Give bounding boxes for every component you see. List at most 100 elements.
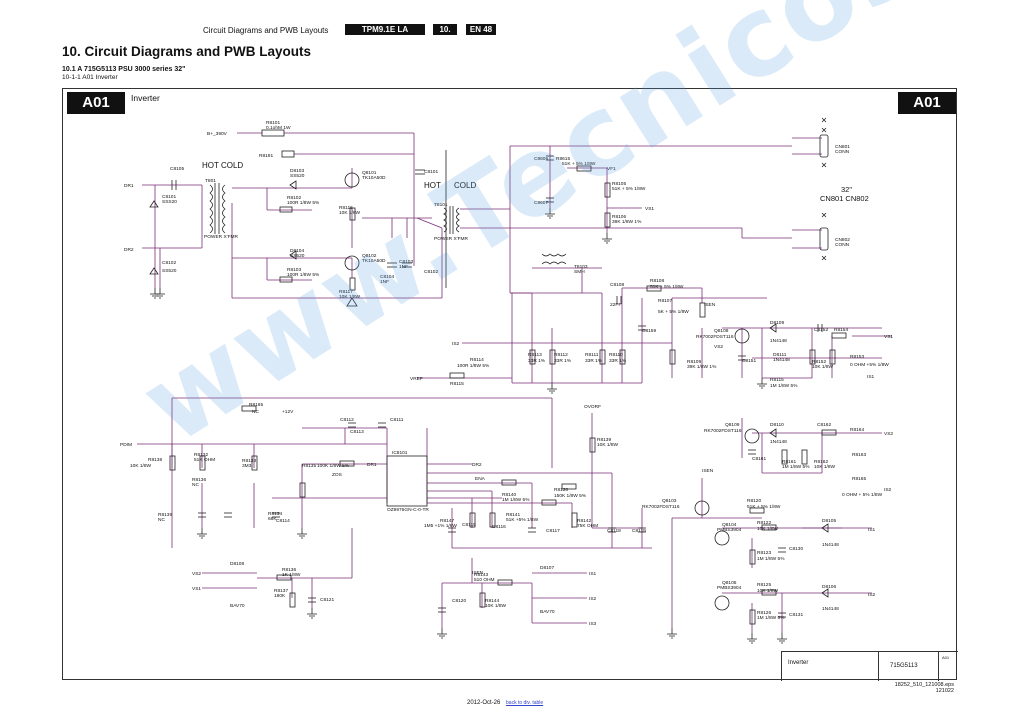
r8112-label: R8112 — [554, 352, 568, 358]
d8107-value: BAV70 — [540, 609, 555, 615]
r8153-label: R8153 — [850, 354, 864, 360]
sheet-tag-left: A01 — [67, 92, 125, 114]
r8162-label: R8162 — [814, 459, 828, 465]
r8154-label: R8154 — [834, 327, 848, 333]
t8103-value: SMH — [574, 269, 585, 275]
d8105-label: D8105 — [822, 518, 836, 524]
c8606-label: C8606 — [534, 156, 548, 162]
c8101a-value: SSS20 — [162, 199, 177, 205]
d8104-label: D8104 — [290, 248, 304, 254]
component-labels: B+_390V R8101 0.1ohM 1W R8191 C8105 HOT … — [120, 120, 893, 627]
r8161-value: 1M 1/8W 5% — [782, 464, 810, 470]
c8151-label: C8151 — [742, 358, 756, 364]
c8102-value: SS520 — [162, 268, 177, 274]
r8165-nc: NC — [252, 409, 259, 415]
is1b-label: IS1 — [868, 527, 876, 533]
r8101-value: 0.1ohM 1W — [266, 125, 291, 131]
resistor-symbol — [749, 609, 756, 625]
c8117-label: C8117 — [546, 528, 560, 534]
q8105-value: PMBS3904 — [717, 585, 742, 591]
dr2-label: DR2 — [124, 247, 134, 253]
resistor-symbol — [276, 574, 292, 581]
resistor-symbol — [349, 207, 356, 221]
r8140-label: R8140 — [502, 492, 516, 498]
resistor-symbol — [801, 449, 808, 465]
title-block-part: 715G5113 — [890, 663, 918, 669]
sheet-name: Inverter — [131, 93, 160, 103]
zos-label: ZOS — [332, 472, 342, 478]
r8147-value: 1M5 +1% 1/8W — [424, 523, 457, 529]
q8103-label: Q8103 — [662, 498, 677, 504]
d8107-label: D8107 — [540, 565, 554, 571]
d8109-value: 1N4148 — [770, 338, 787, 344]
resistor-symbol — [809, 349, 816, 365]
r8126-label: R8126 — [757, 610, 771, 616]
resistor-symbol — [479, 592, 486, 608]
r8102-label: R8102 — [287, 195, 301, 201]
r8139-label: R8139 — [158, 512, 172, 518]
c8121-label: C8121 — [320, 597, 334, 603]
d8108-value: BAV70 — [230, 603, 245, 609]
r8114-label: R8114 — [470, 357, 484, 363]
r8137-value: 180K — [274, 593, 286, 599]
cn802-value: CONN — [835, 242, 850, 248]
dr2b-label: DR2 — [472, 462, 482, 468]
c8111-label: C8111 — [390, 417, 404, 423]
c8108-value: 22PF — [610, 302, 622, 308]
resistor-symbol — [501, 479, 517, 486]
c8130-label: C8130 — [789, 546, 803, 552]
c8607-label: C8607 — [534, 200, 548, 206]
transformer-symbols — [209, 150, 567, 288]
vf1-label: VF1 — [607, 166, 616, 172]
d8105-value: 1N4148 — [822, 542, 839, 548]
vs1-bottom-label: VS1 — [192, 586, 201, 592]
q8109-label: Q8109 — [725, 422, 740, 428]
c8103-value: 1NF — [399, 264, 408, 270]
r8106-value: 39K 1/8W 1% — [612, 219, 642, 225]
pdim-label: PDIM — [120, 442, 132, 448]
resistor-symbol — [169, 455, 176, 471]
is1-label: IS1 — [867, 374, 875, 380]
isen3-label: ISEN — [472, 570, 484, 576]
d8103-label: D8103 — [290, 168, 304, 174]
r8110-label: R8110 — [609, 352, 623, 358]
r8615-value: 51K + 5% 1/8W — [562, 161, 596, 167]
c8102-label: C8102 — [162, 260, 176, 266]
resistor-symbol — [289, 592, 296, 608]
r8136b-label: R8136 — [282, 567, 296, 573]
is1c-label: IS1 — [589, 571, 597, 577]
c8113-label: C8113 — [350, 429, 364, 435]
size-32-label: 32" — [841, 185, 852, 194]
r8109-label: R8109 — [687, 359, 701, 365]
r8106-label: R8106 — [612, 214, 626, 220]
x-marks — [821, 117, 827, 261]
d8106-label: D8106 — [822, 584, 836, 590]
r8115-label: R8115 — [770, 377, 784, 383]
r8109-value: 39K 1/8W 1% — [687, 364, 717, 370]
r8152-value: 10K 1/8W — [812, 364, 834, 370]
cn801-label: CN801 — [835, 144, 850, 150]
resistor-symbol — [279, 276, 293, 283]
section-badge: 10. — [433, 24, 457, 35]
section-subheading: 10.1 A 715G5113 PSU 3000 series 32" — [62, 66, 186, 73]
ic8101-body — [386, 455, 428, 507]
title-block: Inverter 715G5113 A01 — [781, 651, 958, 681]
resistor-symbol — [604, 182, 611, 198]
q8108-label: Q8108 — [714, 328, 729, 334]
r8117-label: R8117 — [339, 289, 353, 295]
r8136b-value: 1K 1/8W — [282, 572, 301, 578]
r8138-value: 10K 1/8W — [130, 463, 152, 469]
resistor-symbol — [561, 483, 577, 490]
r8130-value: 150K 1/8W 5% — [554, 493, 587, 499]
resistor-symbol — [821, 429, 837, 436]
hot-cold-label: HOT COLD — [202, 161, 243, 170]
c8104-label: C8104 — [380, 274, 394, 280]
d8109-label: D8109 — [770, 320, 784, 326]
r8135-label: R8135 — [302, 463, 316, 469]
resistor-symbol — [749, 549, 756, 565]
back-to-div-table-link[interactable]: back to div. table — [506, 700, 544, 706]
r8147-label: R8147 — [440, 518, 454, 524]
is2b-label: IS2 — [884, 487, 892, 493]
r8133-value: 3M3 — [242, 463, 252, 469]
r8162-value: 10K 1/8W — [814, 464, 836, 470]
